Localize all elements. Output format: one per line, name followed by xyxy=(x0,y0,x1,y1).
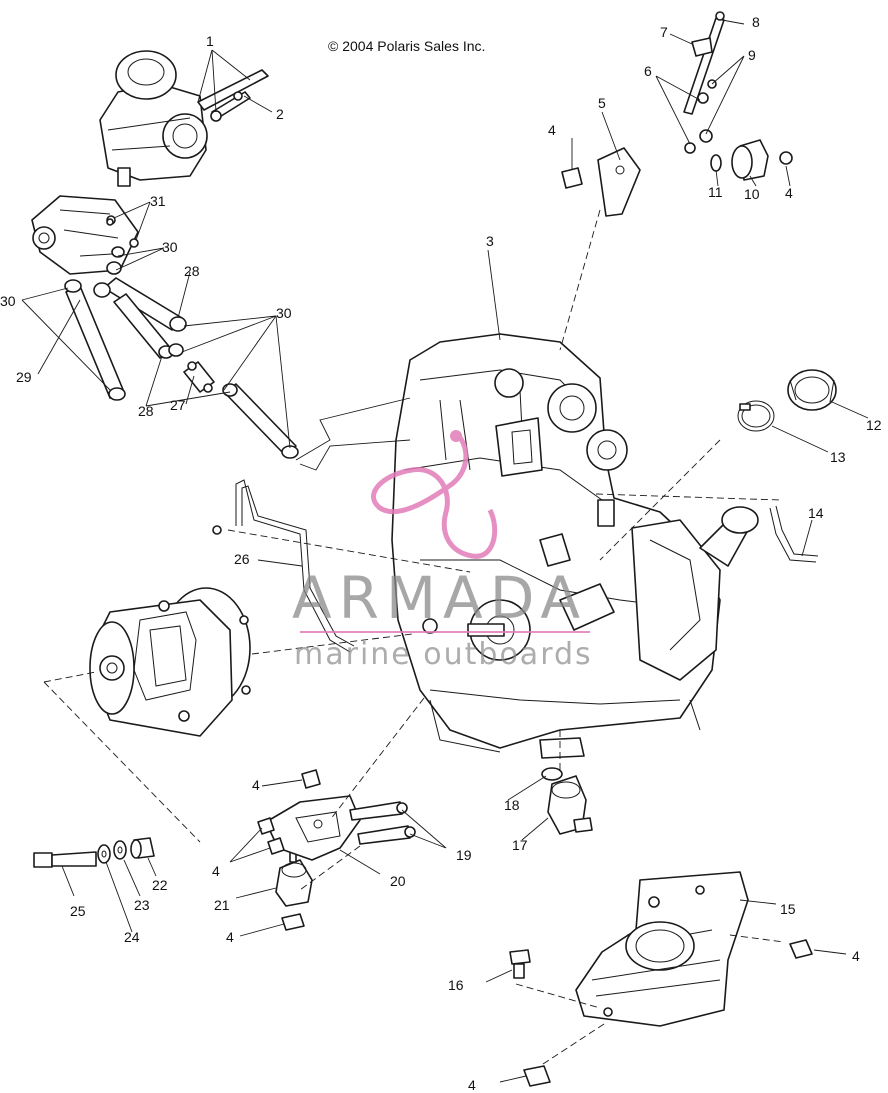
engine-mount-17 xyxy=(547,775,593,835)
callout-30: 30 xyxy=(276,305,292,321)
callout-22: 22 xyxy=(152,877,168,893)
damper-mount xyxy=(565,139,793,187)
callout-15: 15 xyxy=(780,901,796,917)
callout-16: 16 xyxy=(448,977,464,993)
clutch-spacer xyxy=(130,837,155,859)
watermark-tagline: marine outboards xyxy=(294,637,593,672)
callout-3: 3 xyxy=(486,233,494,249)
callout-27: 27 xyxy=(170,397,186,413)
callout-4: 4 xyxy=(785,185,793,201)
callout-25: 25 xyxy=(70,903,86,919)
callout-4: 4 xyxy=(252,777,260,793)
callout-30: 30 xyxy=(0,293,16,309)
callout-4: 4 xyxy=(226,929,234,945)
engine-mount-bracket xyxy=(575,871,749,1027)
callout-1: 1 xyxy=(206,33,214,49)
fuel-hose-28-lower xyxy=(113,293,299,459)
callout-19: 19 xyxy=(456,847,472,863)
engine-mount-21 xyxy=(275,851,313,907)
clutch-bolt xyxy=(33,851,97,868)
callout-10: 10 xyxy=(744,186,760,202)
callout-8: 8 xyxy=(752,14,760,30)
clutch-washers xyxy=(97,840,127,864)
callout-4: 4 xyxy=(548,122,556,138)
callout-23: 23 xyxy=(134,897,150,913)
callout-29: 29 xyxy=(16,369,32,385)
hose-clamps xyxy=(106,218,125,275)
assembly-lines xyxy=(43,209,785,1067)
nut-4-bracket xyxy=(523,939,813,1087)
callout-20: 20 xyxy=(390,873,406,889)
mount-bolt-16 xyxy=(509,949,531,979)
callout-4: 4 xyxy=(468,1077,476,1093)
copyright-text: © 2004 Polaris Sales Inc. xyxy=(328,38,485,54)
callout-17: 17 xyxy=(512,837,528,853)
callout-6: 6 xyxy=(644,63,652,79)
leader-lines xyxy=(21,19,869,1083)
carburetor xyxy=(99,50,208,187)
callout-7: 7 xyxy=(660,24,668,40)
engine-assembly xyxy=(391,333,759,759)
callout-26: 26 xyxy=(234,551,250,567)
intake-boot xyxy=(787,369,837,411)
washers-9 xyxy=(684,79,717,154)
mount-studs-19 xyxy=(349,801,416,845)
callout-5: 5 xyxy=(598,95,606,111)
fuel-hose-28-upper xyxy=(93,277,187,332)
breather-tube xyxy=(769,505,819,563)
fuel-hose-29 xyxy=(64,279,126,401)
callout-30: 30 xyxy=(162,239,178,255)
callout-28: 28 xyxy=(138,403,154,419)
carburetor-fittings xyxy=(197,69,269,122)
heat-shield-bracket xyxy=(597,147,641,217)
nuts-4-mount xyxy=(257,167,583,931)
callout-11: 11 xyxy=(708,184,723,200)
callout-9: 9 xyxy=(748,47,756,63)
watermark-name: ARMADA xyxy=(292,564,587,632)
fuel-filter xyxy=(183,361,215,393)
callout-4: 4 xyxy=(852,948,860,964)
mount-washer-18 xyxy=(541,767,563,781)
watermark-swirl-mark xyxy=(371,430,498,559)
callout-13: 13 xyxy=(830,449,846,465)
callout-12: 12 xyxy=(866,417,882,433)
drive-clutch xyxy=(89,587,251,737)
callout-24: 24 xyxy=(124,929,140,945)
callout-14: 14 xyxy=(808,505,824,521)
fuel-pump xyxy=(31,195,139,275)
callout-2: 2 xyxy=(276,106,284,122)
hose-clamp-13 xyxy=(737,400,775,432)
callout-31: 31 xyxy=(150,193,166,209)
callout-21: 21 xyxy=(214,897,230,913)
callout-labels: 1 2 3 4 4 4 4 4 4 4 5 6 7 8 9 10 11 12 1… xyxy=(0,14,882,1093)
callout-18: 18 xyxy=(504,797,520,813)
watermark-logo xyxy=(300,430,590,633)
callout-28: 28 xyxy=(184,263,200,279)
callout-4: 4 xyxy=(212,863,220,879)
